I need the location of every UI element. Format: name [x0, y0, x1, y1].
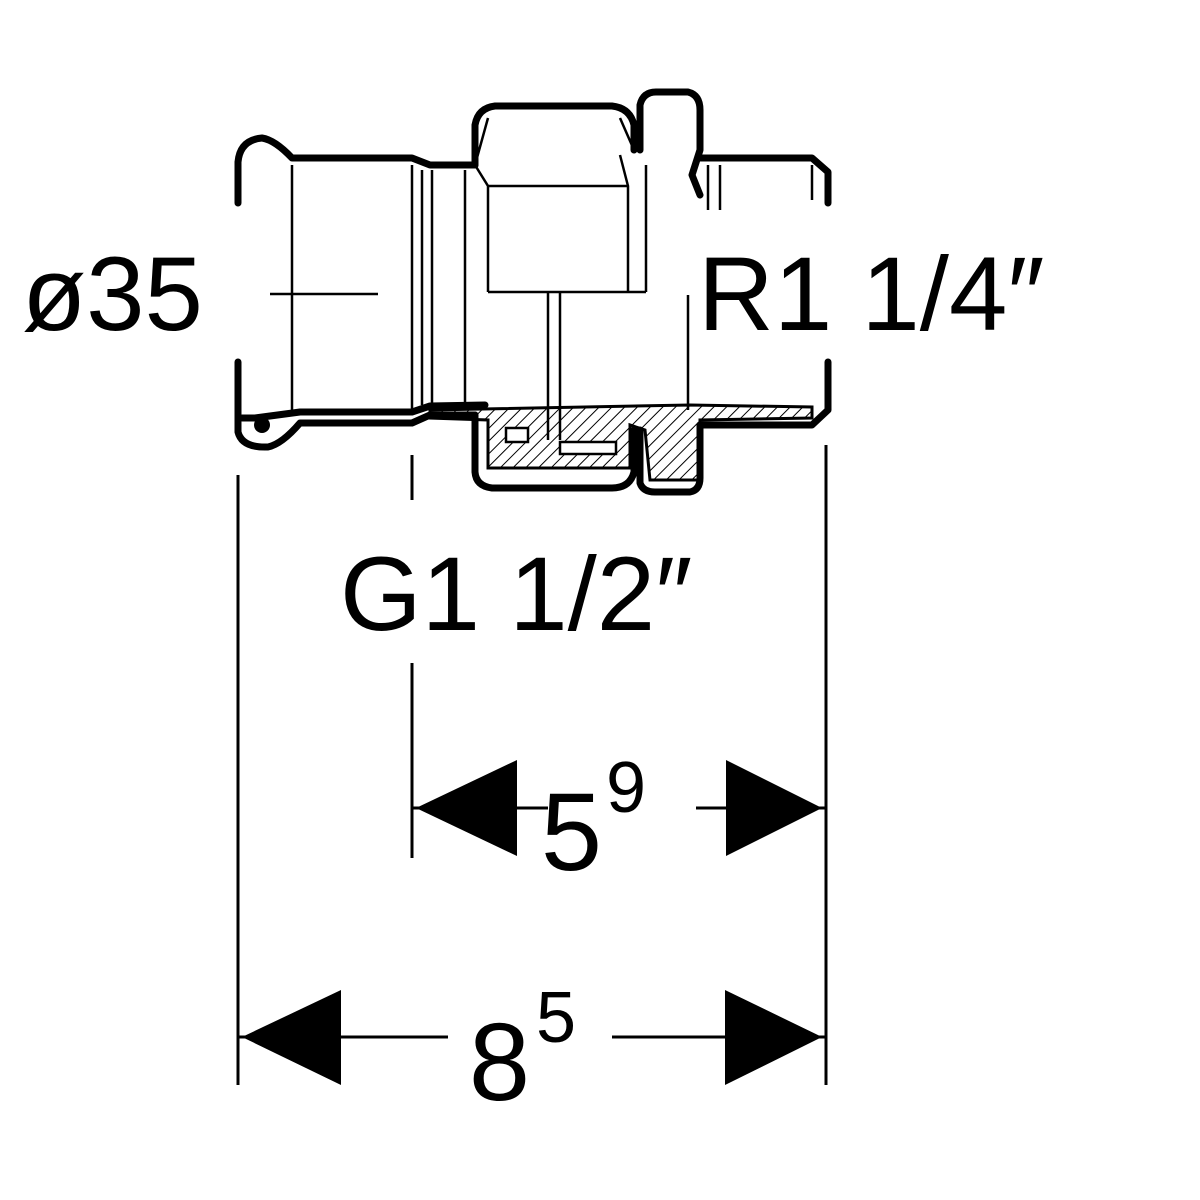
dimension-overall: 8 5 — [238, 978, 826, 1124]
extension-lines — [236, 445, 828, 1085]
nut-hex-face — [473, 154, 630, 292]
male-end-top-outline — [696, 154, 832, 207]
nut-hex-chamfer — [473, 117, 636, 166]
arrow-left-icon — [416, 760, 517, 856]
lock-ring-outline — [636, 88, 704, 496]
pipe-diameter-label: ø35 — [22, 236, 203, 353]
arrow-right-icon — [726, 760, 822, 856]
male-thread-label: R1 1/4″ — [698, 236, 1045, 353]
dimension-overall-value: 8 — [469, 1001, 530, 1124]
arrow-right-icon — [725, 990, 822, 1085]
press-socket-bottom-outline — [234, 358, 479, 451]
union-nut-outline — [471, 102, 638, 492]
union-thread-label: G1 1/2″ — [340, 536, 692, 653]
bore-line — [238, 401, 489, 422]
male-end-bottom-outline — [696, 358, 832, 429]
fitting-body — [234, 88, 832, 496]
dimension-inner-superscript: 9 — [606, 748, 646, 828]
section-hatching — [428, 403, 814, 482]
arrow-left-icon — [242, 990, 341, 1085]
dimension-overall-superscript: 5 — [536, 978, 576, 1058]
seal-ring — [504, 426, 530, 444]
dimension-inner-value: 5 — [541, 771, 602, 894]
gasket-ring — [558, 440, 618, 456]
dimension-inner: 5 9 — [412, 740, 826, 894]
press-socket-top-outline — [234, 134, 479, 207]
